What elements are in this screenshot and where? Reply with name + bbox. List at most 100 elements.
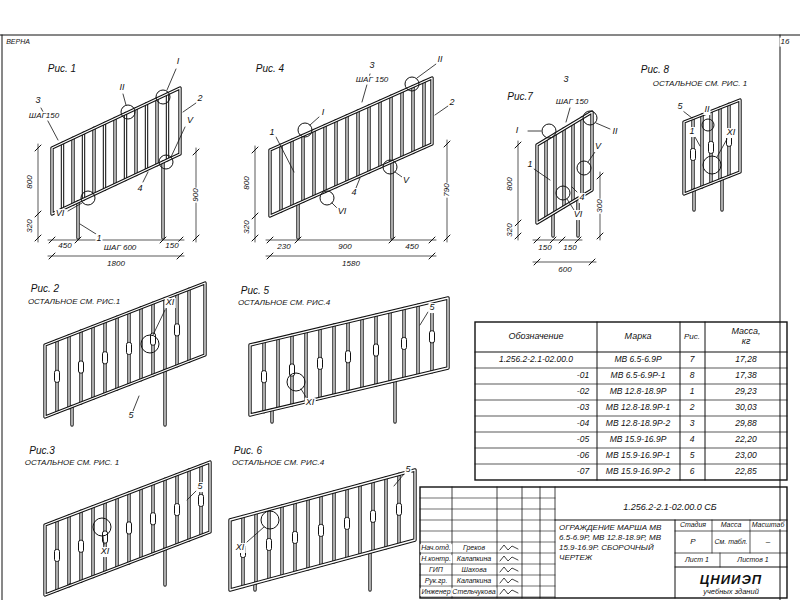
dimension: 320 <box>26 218 35 233</box>
callout-number: 3 <box>34 96 41 106</box>
baluster <box>333 325 334 395</box>
table-cell: 17,28 <box>734 355 757 364</box>
baluster <box>151 484 154 554</box>
baluster <box>79 331 82 403</box>
baluster <box>389 312 390 382</box>
decor-element <box>79 540 84 552</box>
baluster <box>139 488 142 558</box>
figure-title: Рис.7 <box>506 91 534 102</box>
dimension: ШАГ 150 <box>355 76 390 85</box>
table-cell: 17,38 <box>734 371 757 380</box>
dimension: 450 <box>57 242 72 251</box>
title-block-rule <box>675 520 676 598</box>
leader-line <box>394 474 404 486</box>
decor-element <box>430 331 435 343</box>
baluster <box>312 130 315 196</box>
dimension: 150 <box>164 242 179 251</box>
table-cell: Масса, кг <box>727 327 765 347</box>
detail-reference: VI <box>55 209 66 219</box>
callout-number: ВЕРНА <box>5 38 31 46</box>
baluster <box>412 86 413 152</box>
figure-title: Рис. 5 <box>240 285 270 296</box>
dimension: 1800 <box>106 260 126 269</box>
detail-circle <box>405 77 419 91</box>
detail-reference: II <box>436 55 443 65</box>
decor-element <box>199 494 204 506</box>
post <box>393 381 396 422</box>
title-block-text: Калапкина <box>456 577 493 585</box>
title-block-text: Греков <box>462 544 486 552</box>
baluster <box>323 126 326 192</box>
detail-circle <box>93 518 111 536</box>
dimension-line <box>255 146 256 242</box>
decor-element <box>374 344 379 356</box>
dimension-line <box>533 262 596 263</box>
detail-reference: II <box>611 127 618 137</box>
callout-number: 4 <box>136 184 143 194</box>
decor-element <box>371 510 376 522</box>
decor-element <box>55 370 60 382</box>
title-block-rule <box>420 564 555 565</box>
title-block-text: Р <box>689 538 696 547</box>
leader-line <box>171 127 185 157</box>
decor-element <box>127 522 132 534</box>
dimension-tick <box>49 253 55 259</box>
sheet-border <box>780 35 781 600</box>
leader-line <box>80 224 96 234</box>
baluster <box>199 465 202 535</box>
dimension-tick <box>429 253 435 259</box>
baluster <box>116 317 117 389</box>
baluster <box>134 109 137 175</box>
dimension-line <box>533 240 582 241</box>
baluster <box>290 335 293 405</box>
table-cell: МВ 6.5-6.9Р <box>613 355 662 364</box>
baluster <box>563 129 564 207</box>
baluster <box>93 128 94 194</box>
baluster <box>62 143 63 209</box>
title-block-text: Масса <box>720 521 743 529</box>
table-cell: 2 <box>689 403 696 412</box>
detail-reference: XI <box>165 298 176 308</box>
table-cell: 29,88 <box>734 419 757 428</box>
baluster <box>358 485 361 555</box>
decor-element <box>79 361 84 373</box>
baluster <box>562 129 565 207</box>
baluster <box>307 499 308 569</box>
callout-number: 5 <box>127 411 134 421</box>
detail-reference: I <box>515 126 520 136</box>
figure-title: ОСТАЛЬНОЕ СМ. РИС. 1 <box>24 459 120 468</box>
table-cell: 7 <box>689 355 696 364</box>
table-cell: 1 <box>689 387 696 396</box>
callout-number: 5 <box>196 482 203 492</box>
leader-line <box>68 203 82 211</box>
dimension-tick <box>534 237 540 243</box>
figure-title: Рис.3 <box>28 445 56 456</box>
dimension: 600 <box>557 266 572 275</box>
baluster <box>280 145 281 211</box>
detail-circle <box>542 124 556 138</box>
title-block-text: – <box>765 538 771 547</box>
baluster <box>306 499 309 569</box>
detail-reference: XI <box>100 547 111 557</box>
baluster <box>374 315 377 385</box>
dimension: 230 <box>276 243 291 252</box>
baluster <box>357 111 358 177</box>
dimension-tick <box>515 142 521 148</box>
dimension-tick <box>597 233 603 239</box>
railing-frame <box>270 78 432 216</box>
title-block-rule <box>420 520 555 521</box>
baluster <box>385 478 386 548</box>
leader-line <box>534 169 550 180</box>
baluster <box>61 143 64 209</box>
baluster <box>361 318 362 388</box>
post <box>164 371 165 426</box>
table-cell: МВ 15.9-16.9Р-1 <box>605 451 671 460</box>
decor-element <box>319 524 324 536</box>
dimension: 800 <box>506 176 515 191</box>
detail-circle <box>702 119 714 131</box>
baluster <box>116 498 117 568</box>
baluster <box>92 128 95 194</box>
railing-frame <box>537 112 592 223</box>
baluster <box>68 516 69 586</box>
table-rule <box>597 322 598 480</box>
